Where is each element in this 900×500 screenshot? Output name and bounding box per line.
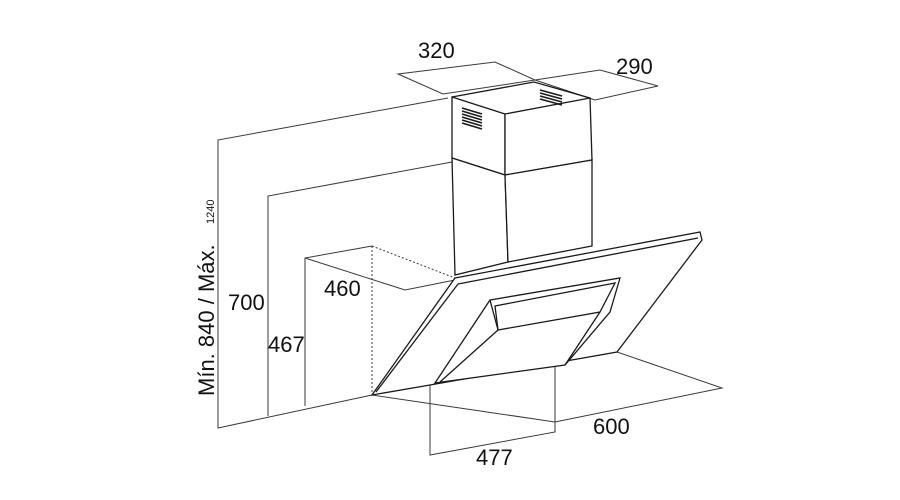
- dim-320-plane: [396, 61, 537, 95]
- chimney-top-edge: [451, 81, 591, 99]
- inner-fold-right: [564, 311, 601, 366]
- label-467: 467: [268, 332, 305, 357]
- chimney-lower-right-face: [504, 159, 593, 263]
- canopy: [370, 231, 703, 396]
- hidden-edges: [371, 245, 456, 395]
- label-600: 600: [593, 414, 630, 439]
- dim-height-plane: [217, 97, 449, 429]
- glass-panel-edge-left: [375, 283, 459, 393]
- dim-700-plane: [267, 161, 453, 416]
- label-460: 460: [324, 276, 361, 301]
- chimney: [451, 81, 593, 276]
- chimney-lower-left-face: [451, 157, 509, 276]
- label-height-max: 1240: [205, 200, 217, 224]
- dashed-diagonal: [371, 245, 456, 279]
- label-477: 477: [476, 445, 513, 470]
- inner-fold-top: [489, 299, 499, 331]
- glass-panel-edge: [457, 237, 699, 285]
- dim-600-plane: [371, 351, 724, 423]
- inner-fold-left: [439, 329, 499, 383]
- label-290: 290: [616, 54, 653, 79]
- label-height-range-group: Mín. 840 / Máx. 1240: [194, 200, 219, 396]
- label-320: 320: [418, 38, 455, 63]
- dim-477-plane: [429, 365, 556, 456]
- vent-slots-left: [461, 107, 483, 130]
- dimension-lines: [217, 61, 724, 456]
- dim-467-plane: [304, 245, 373, 406]
- vent-slots-right: [539, 89, 563, 106]
- label-700: 700: [228, 290, 265, 315]
- label-height-range: Mín. 840 / Máx.: [194, 244, 219, 396]
- labels: 320 290 700 467 460 600 477 Mín. 840 / M…: [194, 38, 653, 470]
- dim-460-plane: [304, 257, 456, 291]
